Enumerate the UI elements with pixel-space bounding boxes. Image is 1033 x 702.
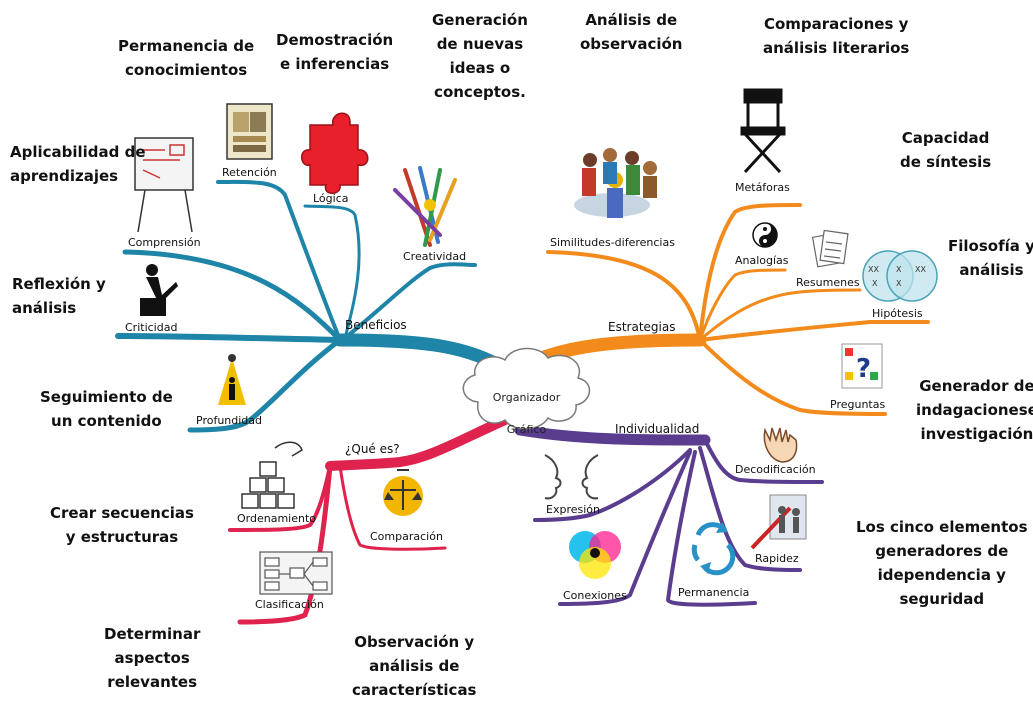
color-circles-icon bbox=[569, 531, 621, 579]
individualidad-trunk bbox=[514, 424, 711, 446]
label-metaforas: Metáforas bbox=[735, 181, 790, 194]
note-filosofia: Filosofía y análisis bbox=[948, 237, 1033, 279]
whiteboard-icon bbox=[134, 137, 194, 233]
documents-icon bbox=[811, 229, 849, 268]
cycle-arrows-icon bbox=[691, 522, 736, 576]
scale-icon bbox=[383, 469, 423, 516]
svg-text:XX: XX bbox=[868, 265, 879, 274]
hand-icon bbox=[763, 427, 798, 463]
label-expresion: Expresión bbox=[546, 503, 600, 516]
label-decodificacion: Decodificación bbox=[735, 463, 816, 476]
paint-brushes-icon bbox=[393, 166, 457, 247]
branch-preguntas bbox=[698, 338, 887, 416]
blocks-hand-icon bbox=[241, 441, 303, 509]
branch-comprension bbox=[122, 249, 343, 343]
flowchart-icon bbox=[259, 551, 333, 595]
center-cloud bbox=[462, 347, 591, 430]
note-seguimiento: Seguimiento de un contenido bbox=[40, 388, 173, 430]
section-estrategias: Estrategias bbox=[608, 320, 676, 334]
note-determinar: Determinar aspectos relevantes bbox=[104, 625, 201, 691]
svg-text:X: X bbox=[896, 279, 902, 288]
speaker-podium-icon bbox=[140, 264, 178, 316]
label-similitudes-diferencias: Similitudes-diferencias bbox=[550, 236, 675, 249]
label-comprension: Comprensión bbox=[128, 236, 201, 249]
branch-logica bbox=[303, 204, 361, 340]
spotlight-figure-icon bbox=[218, 354, 246, 405]
note-generacion: Generación de nuevas ideas o conceptos. bbox=[432, 11, 528, 101]
label-rapidez: Rapidez bbox=[755, 552, 799, 565]
svg-text:XX: XX bbox=[915, 265, 926, 274]
branch-conexiones bbox=[558, 450, 692, 606]
svg-text:?: ? bbox=[856, 354, 871, 384]
que-es-trunk bbox=[325, 415, 510, 471]
center-line-1: Organizador bbox=[492, 391, 561, 404]
label-criticidad: Criticidad bbox=[125, 321, 178, 334]
svg-text:X: X bbox=[896, 265, 902, 274]
note-analisis-observacion: Análisis de observación bbox=[580, 11, 683, 53]
books-icon bbox=[226, 103, 273, 160]
branch-retencion bbox=[216, 179, 342, 342]
puzzle-piece-icon bbox=[301, 112, 369, 194]
venn-diagram-icon: XX X X X XX bbox=[862, 250, 938, 302]
branch-decodificacion bbox=[703, 438, 824, 484]
note-crear-secuencias: Crear secuencias y estructuras bbox=[50, 504, 194, 546]
label-creatividad: Creatividad bbox=[403, 250, 467, 263]
center-line-2: Gráfico bbox=[506, 423, 547, 436]
que-es-branches bbox=[228, 415, 510, 625]
branch-creatividad bbox=[343, 262, 477, 340]
label-ordenamiento: Ordenamiento bbox=[237, 512, 317, 525]
faces-icon bbox=[544, 454, 599, 500]
branch-criticidad bbox=[115, 333, 343, 343]
label-hipotesis: Hipótesis bbox=[872, 307, 923, 320]
branch-permanencia bbox=[665, 450, 757, 607]
branch-rapidez bbox=[698, 446, 802, 572]
note-reflexion: Reflexión y análisis bbox=[12, 275, 106, 317]
beneficios-branches bbox=[115, 179, 517, 433]
branch-ordenamiento bbox=[228, 464, 332, 532]
note-generador: Generador de indagacionese investigación bbox=[916, 377, 1033, 443]
section-que-es: ¿Qué es? bbox=[345, 442, 400, 456]
branch-analogias bbox=[698, 268, 787, 342]
yin-yang-icon bbox=[752, 222, 778, 248]
branch-hipotesis bbox=[698, 320, 930, 342]
svg-text:X: X bbox=[872, 279, 878, 288]
branch-clasificacion bbox=[237, 463, 333, 625]
branch-resumenes bbox=[698, 288, 862, 342]
note-capacidad: Capacidad de síntesis bbox=[900, 129, 992, 171]
branch-metaforas bbox=[698, 203, 802, 342]
branch-similitudes bbox=[546, 250, 702, 342]
label-comparacion: Comparación bbox=[370, 530, 443, 543]
note-permanencia: Permanencia de conocimientos bbox=[118, 37, 255, 79]
question-cards-icon: ? bbox=[841, 343, 883, 389]
note-cinco-elementos: Los cinco elementos generadores de idepe… bbox=[856, 518, 1028, 608]
label-preguntas: Preguntas bbox=[830, 398, 886, 411]
meeting-people-icon bbox=[574, 148, 657, 218]
note-aplicabilidad: Aplicabilidad de aprendizajes bbox=[10, 143, 146, 185]
section-beneficios: Beneficios bbox=[345, 318, 407, 332]
directors-chair-icon bbox=[740, 88, 786, 174]
label-permanencia: Permanencia bbox=[678, 586, 750, 599]
mirror-people-icon bbox=[750, 494, 807, 550]
section-individualidad: Individualidad bbox=[615, 422, 700, 436]
note-demostracion: Demostración e inferencias bbox=[276, 31, 394, 73]
note-comparaciones: Comparaciones y análisis literarios bbox=[763, 15, 910, 57]
label-conexiones: Conexiones bbox=[563, 589, 627, 602]
label-retencion: Retención bbox=[222, 166, 277, 179]
label-clasificacion: Clasificación bbox=[255, 598, 324, 611]
individualidad-branches bbox=[514, 424, 824, 607]
center-title: Organizador Gráfico bbox=[478, 374, 568, 438]
branch-profundidad bbox=[187, 337, 343, 433]
label-logica: Lógica bbox=[313, 192, 349, 205]
estrategias-branches bbox=[513, 203, 930, 416]
branch-expresion bbox=[533, 448, 692, 522]
label-analogias: Analogías bbox=[735, 254, 789, 267]
label-resumenes: Resumenes bbox=[796, 276, 860, 289]
label-profundidad: Profundidad bbox=[196, 414, 263, 427]
note-observacion: Observación y análisis de característica… bbox=[352, 633, 477, 699]
branch-comparacion bbox=[338, 464, 447, 551]
